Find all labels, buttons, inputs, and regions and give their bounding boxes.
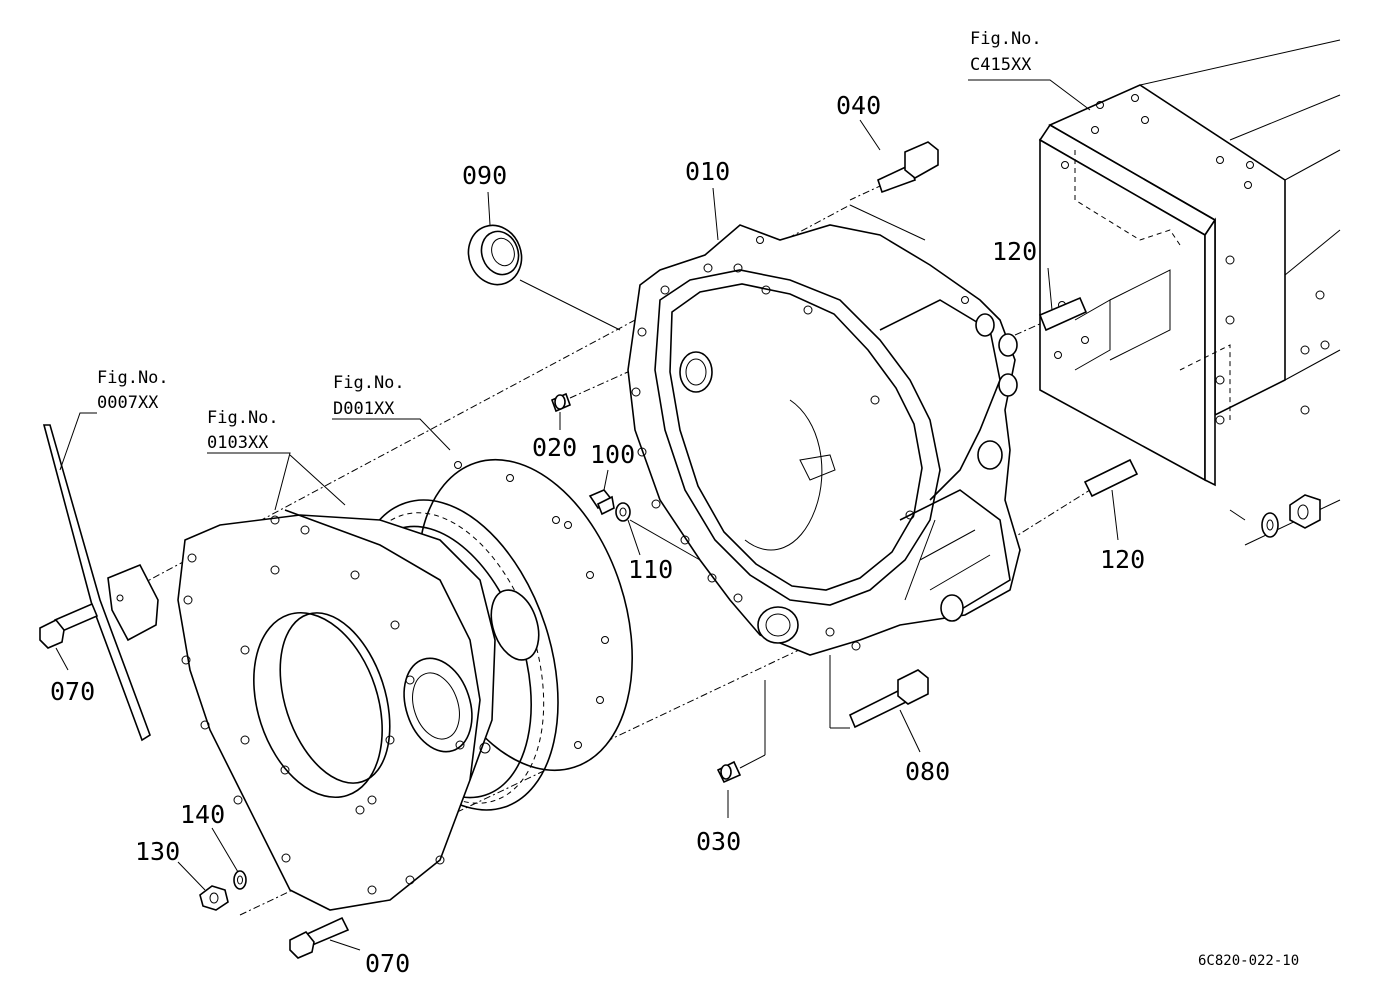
label-090: 090 <box>462 161 507 190</box>
plug-100 <box>588 489 615 516</box>
fig-0007-code: 0007XX <box>97 393 159 413</box>
label-100: 100 <box>590 440 635 469</box>
label-030: 030 <box>696 827 741 856</box>
label-020: 020 <box>532 433 577 462</box>
bolt-040 <box>877 141 939 194</box>
fig-0007-title: Fig.No. <box>97 368 169 388</box>
label-080: 080 <box>905 757 950 786</box>
fig-c415-code: C415XX <box>970 55 1032 75</box>
label-040: 040 <box>836 91 881 120</box>
label-010: 010 <box>685 157 730 186</box>
dipstick-guide <box>42 424 159 742</box>
flywheel-bolt-holes <box>454 461 609 749</box>
label-140: 140 <box>180 800 225 829</box>
seal-090 <box>467 224 523 286</box>
label-120-upper: 120 <box>992 237 1037 266</box>
part-labels: 010 020 030 040 070 070 080 090 100 110 … <box>50 91 1145 978</box>
washer-110 <box>615 502 631 522</box>
fig-0103-title: Fig.No. <box>207 408 279 428</box>
fig-d001-code: D001XX <box>333 399 395 419</box>
leader-lines <box>55 79 1119 951</box>
drawing-code: 6C820-022-10 <box>1198 953 1299 969</box>
bolt-070-upper <box>39 602 99 649</box>
frame-bracket <box>1038 39 1341 546</box>
pin-020 <box>550 392 572 413</box>
fig-0103-code: 0103XX <box>207 433 269 453</box>
figure-references: Fig.No. C415XX Fig.No. 0007XX Fig.No. 01… <box>97 29 1042 453</box>
label-070-upper: 070 <box>50 677 95 706</box>
label-110: 110 <box>628 555 673 584</box>
back-plate <box>177 509 496 911</box>
label-130: 130 <box>135 837 180 866</box>
label-070-lower: 070 <box>365 949 410 978</box>
plate-bolt-holes <box>181 515 491 895</box>
pin-030 <box>716 760 742 784</box>
housing-bolt-holes <box>631 236 969 651</box>
flywheel-housing <box>627 224 1021 656</box>
label-120-lower: 120 <box>1100 545 1145 574</box>
washer-140 <box>233 870 247 890</box>
nut-130 <box>199 885 229 911</box>
fig-d001-title: Fig.No. <box>333 373 405 393</box>
bolt-080 <box>848 669 929 729</box>
fig-c415-title: Fig.No. <box>970 29 1042 49</box>
stud-120-upper <box>1038 296 1088 332</box>
stud-120-lower <box>1083 458 1139 498</box>
bolt-070-lower <box>289 916 350 959</box>
